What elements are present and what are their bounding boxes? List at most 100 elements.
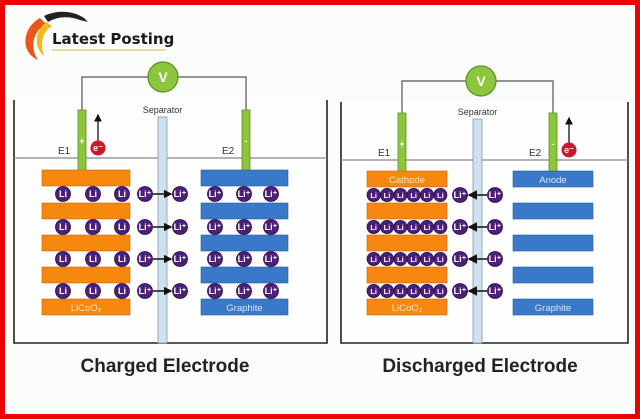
cathode-plate	[41, 202, 131, 220]
ion-circle	[114, 251, 130, 267]
ion-label: Li	[437, 191, 444, 200]
ion-label: Li⁺	[139, 222, 152, 232]
anode-li-ion: Li⁺	[263, 219, 279, 235]
ion-circle	[487, 219, 503, 235]
ion-label: Li⁺	[489, 222, 502, 232]
ion-circle	[433, 251, 448, 266]
ion-circle	[55, 251, 71, 267]
ion-label: Li	[59, 254, 67, 264]
migrating-li-ion: Li⁺	[452, 187, 468, 203]
ion-label: Li	[384, 255, 391, 264]
ion-label: Li	[437, 223, 444, 232]
ion-label: Li⁺	[265, 222, 278, 232]
cathode-li-ion: Li	[366, 283, 381, 298]
ion-circle	[172, 283, 188, 299]
cathode-li-ion: Li	[379, 187, 394, 202]
cathode-li-ion: Li	[55, 186, 71, 202]
cathode-li-ion: Li	[419, 251, 434, 266]
cathode-li-ion: Li	[393, 187, 408, 202]
cathode-li-ion: Li	[366, 219, 381, 234]
ion-label: Li	[370, 255, 377, 264]
licoo2-label: LiCoO₂	[392, 303, 423, 314]
ion-label: Li	[89, 189, 97, 199]
ion-label: Li⁺	[265, 286, 278, 296]
ion-label: Li⁺	[139, 286, 152, 296]
ion-label: Li	[384, 287, 391, 296]
ion-label: Li	[59, 189, 67, 199]
separator	[157, 116, 168, 344]
cathode-plate	[41, 169, 131, 187]
cathode-li-ion: Li	[406, 251, 421, 266]
logo-bird-icon	[44, 11, 88, 22]
ion-label: Li⁺	[209, 222, 222, 232]
cathode-li-ion: Li	[379, 219, 394, 234]
ion-circle	[114, 186, 130, 202]
voltmeter-label: V	[158, 69, 168, 85]
ion-circle	[236, 251, 252, 267]
cathode-li-ion: Li	[379, 283, 394, 298]
ion-circle	[55, 186, 71, 202]
anode-li-ion: Li⁺	[236, 251, 252, 267]
migrating-li-ion: Li⁺	[137, 219, 153, 235]
ion-circle	[137, 186, 153, 202]
ion-label: Li	[118, 254, 126, 264]
ion-label: Li	[397, 255, 404, 264]
logo-swoosh-inner-icon	[36, 22, 52, 56]
ion-label: Li⁺	[139, 254, 152, 264]
ion-circle	[263, 283, 279, 299]
ion-label: Li⁺	[265, 254, 278, 264]
ion-circle	[487, 187, 503, 203]
ion-label: Li⁺	[265, 189, 278, 199]
ion-label: Li⁺	[139, 189, 152, 199]
ion-circle	[137, 219, 153, 235]
anode-plate	[200, 298, 289, 316]
anode-li-ion: Li⁺	[207, 251, 223, 267]
cathode-li-ion: Li	[393, 251, 408, 266]
anode-plate	[200, 202, 289, 220]
cathode-li-ion: Li	[433, 219, 448, 234]
ion-label: Li	[370, 223, 377, 232]
ion-label: Li⁺	[238, 189, 251, 199]
ion-circle	[236, 219, 252, 235]
ion-circle	[236, 186, 252, 202]
ion-circle	[85, 219, 101, 235]
cathode-li-ion: Li	[55, 251, 71, 267]
cathode-plate	[366, 266, 448, 284]
ion-circle	[263, 219, 279, 235]
anode-plate	[512, 298, 594, 316]
ion-circle	[137, 251, 153, 267]
electron-icon	[561, 142, 577, 158]
ion-circle	[487, 251, 503, 267]
cathode-li-ion: Li	[85, 219, 101, 235]
ion-circle	[433, 219, 448, 234]
e1-label: E1	[58, 146, 71, 157]
migrating-li-ion: Li⁺	[487, 283, 503, 299]
ion-label: Li⁺	[454, 222, 467, 232]
ion-circle	[487, 283, 503, 299]
electron-label: e⁻	[93, 143, 103, 153]
separator-label: Separator	[458, 107, 498, 117]
ion-label: Li⁺	[238, 254, 251, 264]
ion-label: Li⁺	[174, 254, 187, 264]
ion-circle	[114, 283, 130, 299]
cathode-li-ion: Li	[433, 251, 448, 266]
ion-label: Li	[89, 222, 97, 232]
anode-li-ion: Li⁺	[207, 219, 223, 235]
anode-plate	[512, 266, 594, 284]
licoo2-label: LiCoO₂	[71, 303, 102, 314]
anode-li-ion: Li⁺	[236, 219, 252, 235]
cathode-li-ion: Li	[393, 219, 408, 234]
ion-label: Li	[397, 287, 404, 296]
cathode-li-ion: Li	[85, 251, 101, 267]
cathode-li-ion: Li	[406, 219, 421, 234]
ion-circle	[172, 219, 188, 235]
ion-circle	[433, 283, 448, 298]
cathode-plate	[366, 298, 448, 316]
e1-sign: +	[79, 136, 84, 146]
voltmeter-label: V	[476, 73, 486, 89]
ion-circle	[207, 283, 223, 299]
ion-label: Li	[89, 254, 97, 264]
